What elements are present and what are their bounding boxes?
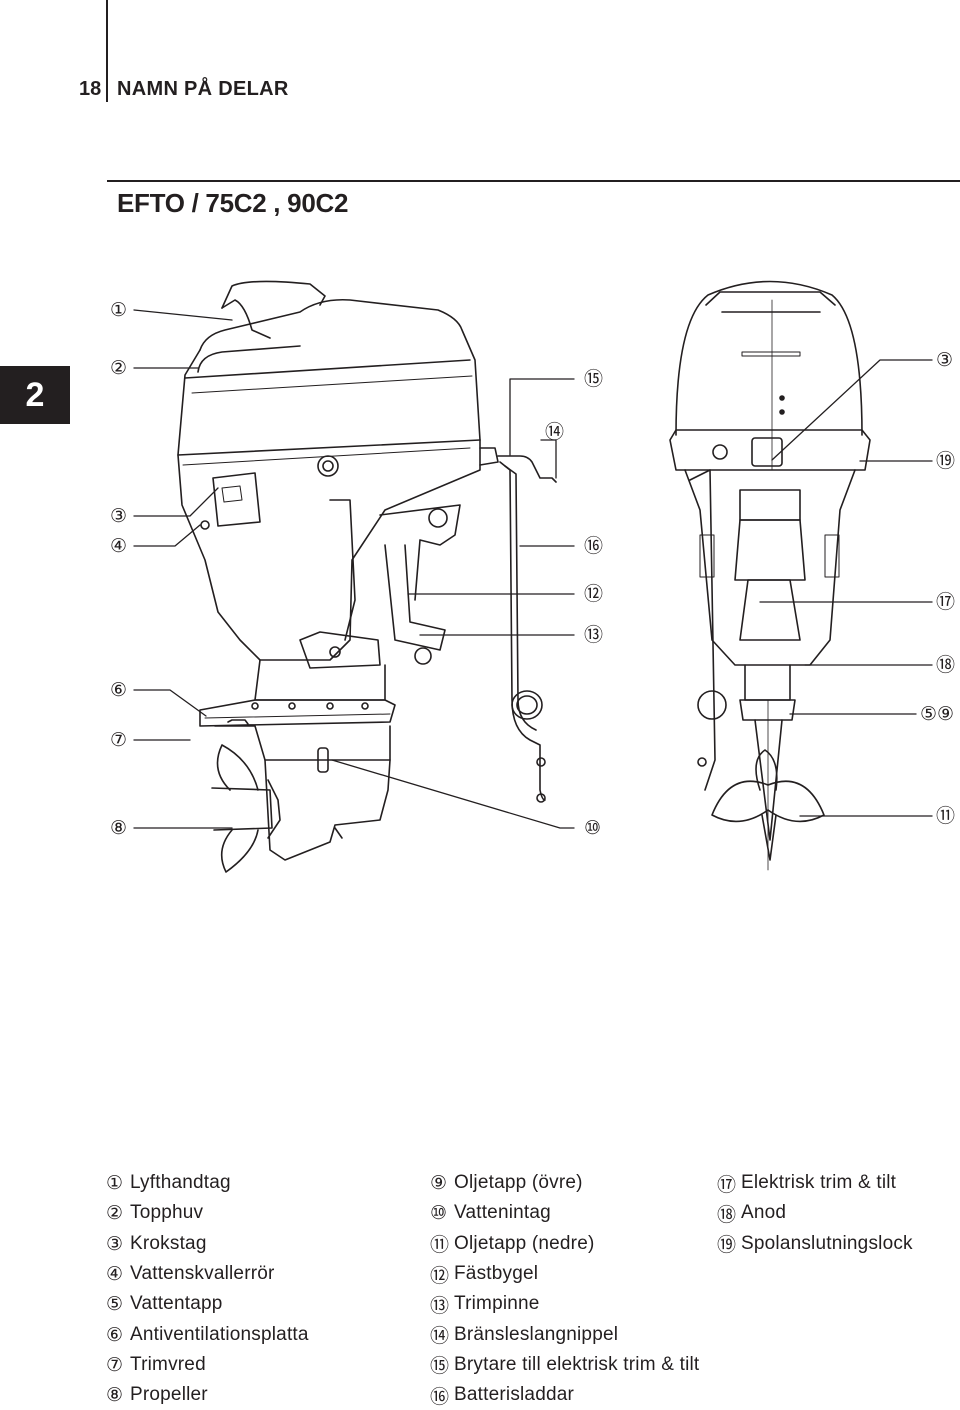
callout-16: ⑯ [584, 535, 604, 557]
page-number: 18 [79, 78, 102, 100]
legend-number: ③ [106, 1232, 124, 1255]
leader-lines [133, 309, 933, 829]
callout-5-9: ⑤⑨ [920, 703, 955, 725]
model-title: EFTO / 75C2 , 90C2 [117, 188, 349, 218]
legend-label: Brytare till elektrisk trim & tilt [454, 1353, 700, 1375]
legend-number: ⑥ [106, 1323, 124, 1346]
legend-number: ⑬ [430, 1294, 450, 1317]
legend-number: ⑯ [430, 1385, 450, 1408]
legend-label: Vattenintag [454, 1202, 551, 1224]
callout-14: ⑭ [545, 421, 565, 443]
title-rule [107, 180, 960, 182]
legend-label: Vattenskvallerrör [130, 1263, 275, 1285]
legend-label: Trimvred [130, 1353, 206, 1375]
legend-number: ⑲ [717, 1234, 737, 1257]
legend-column-1: ① Lyfthandtag ② Topphuv ③ Krokstag ④ Vattens… [106, 1168, 309, 1410]
legend-number: ⑫ [430, 1264, 450, 1287]
callout-3-rear: ③ [936, 349, 954, 371]
legend-number: ① [106, 1172, 124, 1195]
legend-number: ⑭ [430, 1325, 450, 1348]
callout-12: ⑫ [584, 583, 604, 605]
legend-number: ④ [106, 1263, 124, 1286]
callout-10: ⑩ [584, 817, 602, 839]
legend-number: ⑩ [430, 1202, 448, 1225]
callout-11: ⑪ [936, 805, 956, 827]
legend-number: ⑨ [430, 1172, 448, 1195]
legend-number: ⑪ [430, 1234, 450, 1257]
legend-label: Propeller [130, 1384, 208, 1406]
legend-label: Oljetapp (nedre) [454, 1232, 595, 1254]
legend-label: Oljetapp (övre) [454, 1172, 583, 1194]
legend-item: ⑥ Antiventilationsplatta [106, 1319, 309, 1349]
legend-label: Anod [741, 1202, 787, 1224]
legend-label: Fästbygel [454, 1263, 539, 1285]
legend-label: Vattentapp [130, 1293, 223, 1315]
callout-6: ⑥ [110, 679, 128, 701]
legend-item: ⑦ Trimvred [106, 1350, 309, 1380]
side-view-motor [177, 280, 481, 873]
legend-number: ⑱ [717, 1203, 737, 1226]
rear-view-motor [669, 280, 871, 871]
legend-item: ⑧ Propeller [106, 1380, 309, 1410]
legend-item: ① Lyfthandtag [106, 1168, 309, 1198]
callout-7: ⑦ [110, 729, 128, 751]
legend-number: ⑧ [106, 1384, 124, 1407]
legend-item: ⑨ Oljetapp (övre) [430, 1168, 699, 1198]
legend-label: Krokstag [130, 1232, 207, 1254]
legend-label: Antiventilationsplatta [130, 1323, 309, 1345]
callout-1: ① [110, 299, 128, 321]
chapter-tab: 2 [0, 366, 70, 424]
callout-2: ② [110, 357, 128, 379]
callout-8: ⑧ [110, 817, 128, 839]
middle-cables [479, 447, 557, 803]
header-vertical-rule [106, 0, 108, 102]
legend-label: Spolanslutningslock [741, 1232, 913, 1254]
legend-number: ② [106, 1202, 124, 1225]
callout-15: ⑮ [584, 368, 604, 390]
legend-item: ⑩ Vattenintag [430, 1198, 699, 1228]
callout-19: ⑲ [936, 450, 956, 472]
legend-label: Topphuv [130, 1202, 204, 1224]
legend-item: ④ Vattenskvallerrör [106, 1259, 309, 1289]
callout-18: ⑱ [936, 654, 956, 676]
legend-item: ⑤ Vattentapp [106, 1289, 309, 1319]
legend-label: Lyfthandtag [130, 1172, 231, 1194]
section-title: NAMN PÅ DELAR [117, 78, 289, 100]
outboard-motor-diagram [133, 280, 933, 873]
legend-item: ③ Krokstag [106, 1229, 309, 1259]
callout-17: ⑰ [936, 591, 956, 613]
legend-number: ⑤ [106, 1293, 124, 1316]
legend-number: ⑰ [717, 1173, 737, 1196]
callout-13: ⑬ [584, 624, 604, 646]
legend-item: ② Topphuv [106, 1198, 309, 1228]
legend-label: Bränsleslangnippel [454, 1323, 619, 1345]
legend-number: ⑦ [106, 1353, 124, 1376]
callout-3: ③ [110, 505, 128, 527]
legend-label: Trimpinne [454, 1293, 540, 1315]
legend-label: Elektrisk trim & tilt [741, 1172, 897, 1194]
callout-4: ④ [110, 535, 128, 557]
legend-label: Batterisladdar [454, 1384, 575, 1406]
legend-number: ⑮ [430, 1355, 450, 1378]
